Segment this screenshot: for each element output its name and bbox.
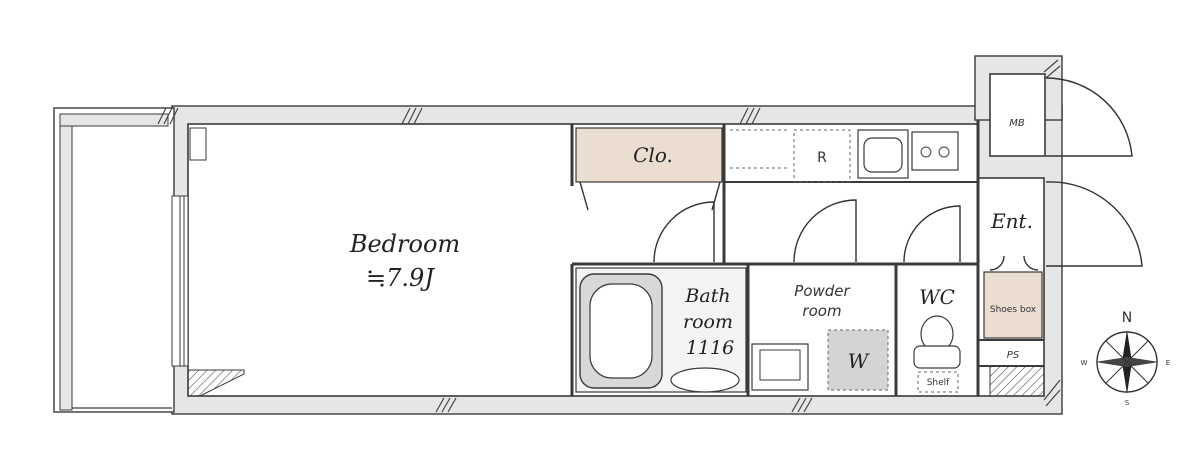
bedroom-label: Bedroom xyxy=(349,230,460,258)
powder-label-line2: room xyxy=(802,302,841,320)
powder-room: Powder room W xyxy=(751,282,889,391)
closet-label: Clo. xyxy=(633,143,673,167)
wc-label: WC xyxy=(919,285,955,309)
compass-icon: N W E S xyxy=(1081,310,1171,407)
compass-east-label: E xyxy=(1166,359,1170,367)
compass-north-label: N xyxy=(1122,310,1132,326)
wc: WC Shelf xyxy=(913,285,961,393)
wall-hatch-marks xyxy=(157,59,1061,413)
balcony-window xyxy=(171,195,189,367)
mb-label: MB xyxy=(1009,118,1025,129)
bath-label-line1: Bath xyxy=(684,285,730,307)
washer-label: W xyxy=(848,349,870,373)
doors xyxy=(653,77,1143,271)
stove-icon xyxy=(911,131,959,171)
kitchen: R xyxy=(730,129,959,183)
compass-south-label: S xyxy=(1125,399,1130,407)
entrance: Ent. Shoes box PS MB xyxy=(983,118,1043,361)
bedroom-size-label: ≒7.9J xyxy=(366,264,435,292)
closet: Clo. xyxy=(575,127,723,211)
ps-label: PS xyxy=(1007,350,1020,361)
bathroom: Bath room 1116 xyxy=(575,267,747,393)
interior-partitions xyxy=(570,120,1044,396)
sink-icon xyxy=(863,137,903,173)
refrigerator-label: R xyxy=(817,150,827,166)
bath-label-line2: room xyxy=(683,311,733,333)
shoes-box xyxy=(983,271,1043,339)
powder-label-line1: Powder xyxy=(794,282,850,300)
shelf-label: Shelf xyxy=(927,378,950,388)
entrance-label: Ent. xyxy=(990,209,1033,233)
washer-space xyxy=(827,329,889,391)
bath-size-label: 1116 xyxy=(686,337,734,359)
compass-west-label: W xyxy=(1081,359,1088,367)
bedroom: Bedroom ≒7.9J xyxy=(349,230,460,292)
balcony xyxy=(53,107,175,413)
shoes-box-label: Shoes box xyxy=(990,305,1037,315)
